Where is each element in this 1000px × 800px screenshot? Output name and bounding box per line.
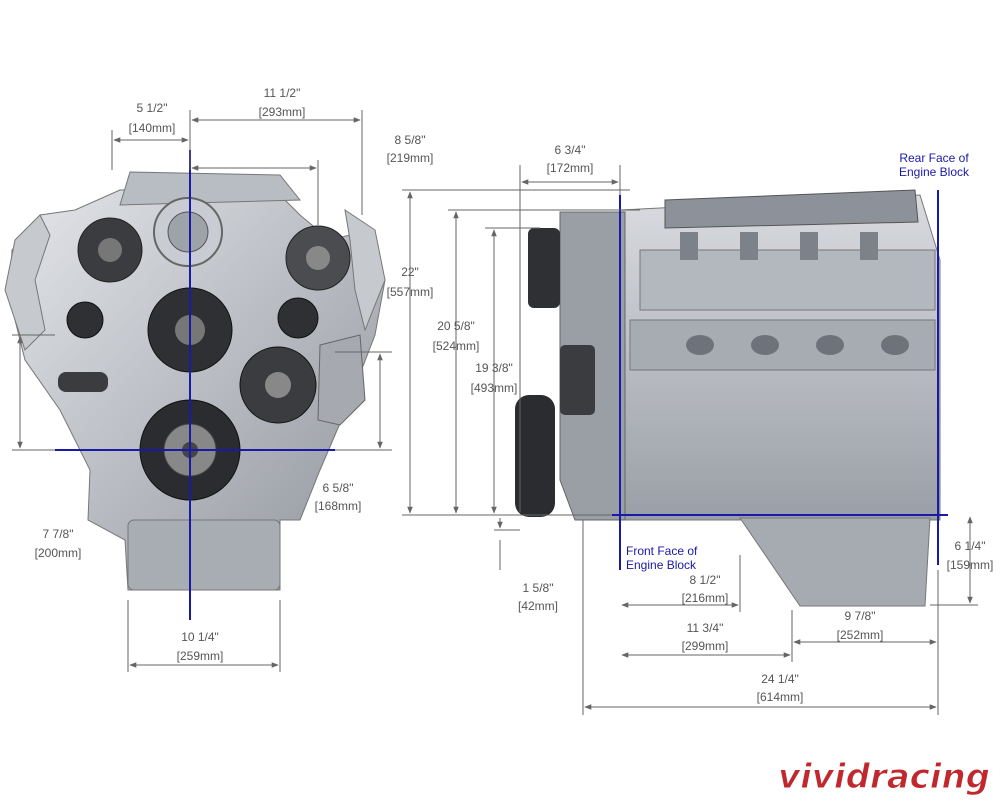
left-cylinder-head <box>4 214 51 351</box>
idler-pulley-right <box>277 297 319 339</box>
dim-label: [172mm] <box>547 161 594 175</box>
dim-label: [557mm] <box>387 285 434 299</box>
steering-reservoir-side <box>560 345 595 415</box>
idler-pulley-left <box>66 301 104 339</box>
oil-pan-side <box>739 517 931 607</box>
dim-label: 9 7/8" <box>845 609 876 623</box>
dim-label: [299mm] <box>682 639 729 653</box>
dim-label: 7 7/8" <box>43 527 74 541</box>
front-face-label-line2: Engine Block <box>626 558 697 572</box>
dim-label: [200mm] <box>35 546 82 560</box>
front-face-label-line1: Front Face of <box>626 544 698 558</box>
dim-label: 19 3/8" <box>475 361 513 375</box>
dim-label: [42mm] <box>518 599 558 613</box>
dim-label: 1 5/8" <box>523 581 554 595</box>
dim-label: 20 5/8" <box>437 319 475 333</box>
dim-label: [259mm] <box>177 649 224 663</box>
rear-face-label-line2: Engine Block <box>899 165 970 179</box>
dim-label: 8 5/8" <box>395 133 426 147</box>
dim-label: [140mm] <box>129 121 176 135</box>
side-reference-lines <box>612 190 948 570</box>
dim-label: 11 1/2" <box>264 86 301 100</box>
power-steering-reservoir <box>317 334 366 426</box>
balancer-side <box>515 395 555 517</box>
dim-label: [493mm] <box>471 381 518 395</box>
front-center-lines <box>55 150 335 620</box>
dim-label: [216mm] <box>682 591 729 605</box>
rear-face-label-line1: Rear Face of <box>899 151 969 165</box>
dim-label: 6 1/4" <box>955 539 986 553</box>
intake-runners <box>664 189 919 229</box>
dim-label: 22" <box>401 265 419 279</box>
valve-cover <box>639 249 936 311</box>
alternator-side <box>528 228 560 308</box>
dim-label: 10 1/4" <box>181 630 219 644</box>
dim-label: [524mm] <box>433 339 480 353</box>
logo-text: vividracing <box>778 757 990 797</box>
cylinder-head-side <box>629 319 936 371</box>
dim-label: 6 5/8" <box>323 481 354 495</box>
oil-pan <box>127 519 281 591</box>
dim-label: [219mm] <box>387 151 434 165</box>
dim-label: [252mm] <box>837 628 884 642</box>
dimension-lines <box>12 110 978 715</box>
dim-label: [168mm] <box>315 499 362 513</box>
belt-tensioner <box>58 372 108 392</box>
dimension-labels: 5 1/2" [140mm] 11 1/2" [293mm] 8 5/8" [2… <box>35 86 994 704</box>
vividracing-logo: vividracing <box>777 757 990 798</box>
side-engine-illustration <box>515 189 941 607</box>
dim-label: [293mm] <box>259 105 306 119</box>
dim-label: 11 3/4" <box>687 621 724 635</box>
dim-label: 24 1/4" <box>761 672 799 686</box>
dim-label: [614mm] <box>757 690 804 704</box>
intake-manifold <box>119 171 302 206</box>
dim-label: 6 3/4" <box>555 143 586 157</box>
dim-label: [159mm] <box>947 558 994 572</box>
dim-label: 8 1/2" <box>690 573 721 587</box>
dim-label: 5 1/2" <box>137 101 168 115</box>
right-cylinder-head <box>344 208 386 332</box>
